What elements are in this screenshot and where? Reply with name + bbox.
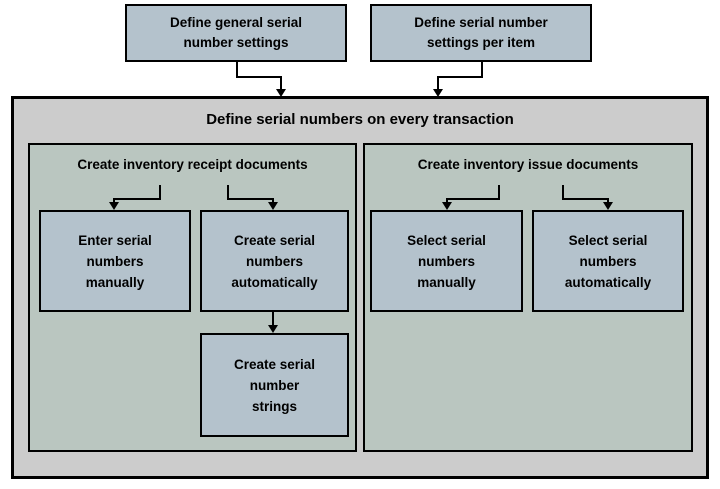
arrow-per-item-settings-to-container bbox=[433, 62, 483, 97]
panel-inventory-receipt: Create inventory receipt documents Enter… bbox=[28, 143, 357, 452]
node-create-serial-numbers-automatically: Create serial numbers automatically bbox=[200, 210, 349, 312]
transaction-container: Define serial numbers on every transacti… bbox=[11, 96, 709, 479]
arrow-general-settings-to-container bbox=[236, 62, 286, 97]
node-create-serial-number-strings: Create serial number strings bbox=[200, 333, 349, 437]
panel-inventory-issue-title: Create inventory issue documents bbox=[417, 157, 639, 172]
panel-inventory-issue: Create inventory issue documents Select … bbox=[363, 143, 693, 452]
node-select-serial-numbers-automatically: Select serial numbers automatically bbox=[532, 210, 684, 312]
node-enter-serial-numbers-manually: Enter serial numbers manually bbox=[39, 210, 191, 312]
node-define-serial-number-settings-per-item: Define serial number settings per item bbox=[370, 4, 592, 62]
node-select-serial-numbers-manually: Select serial numbers manually bbox=[370, 210, 523, 312]
container-title: Define serial numbers on every transacti… bbox=[206, 111, 514, 128]
panel-inventory-receipt-title: Create inventory receipt documents bbox=[77, 157, 308, 172]
node-define-general-serial-number-settings: Define general serial number settings bbox=[125, 4, 347, 62]
